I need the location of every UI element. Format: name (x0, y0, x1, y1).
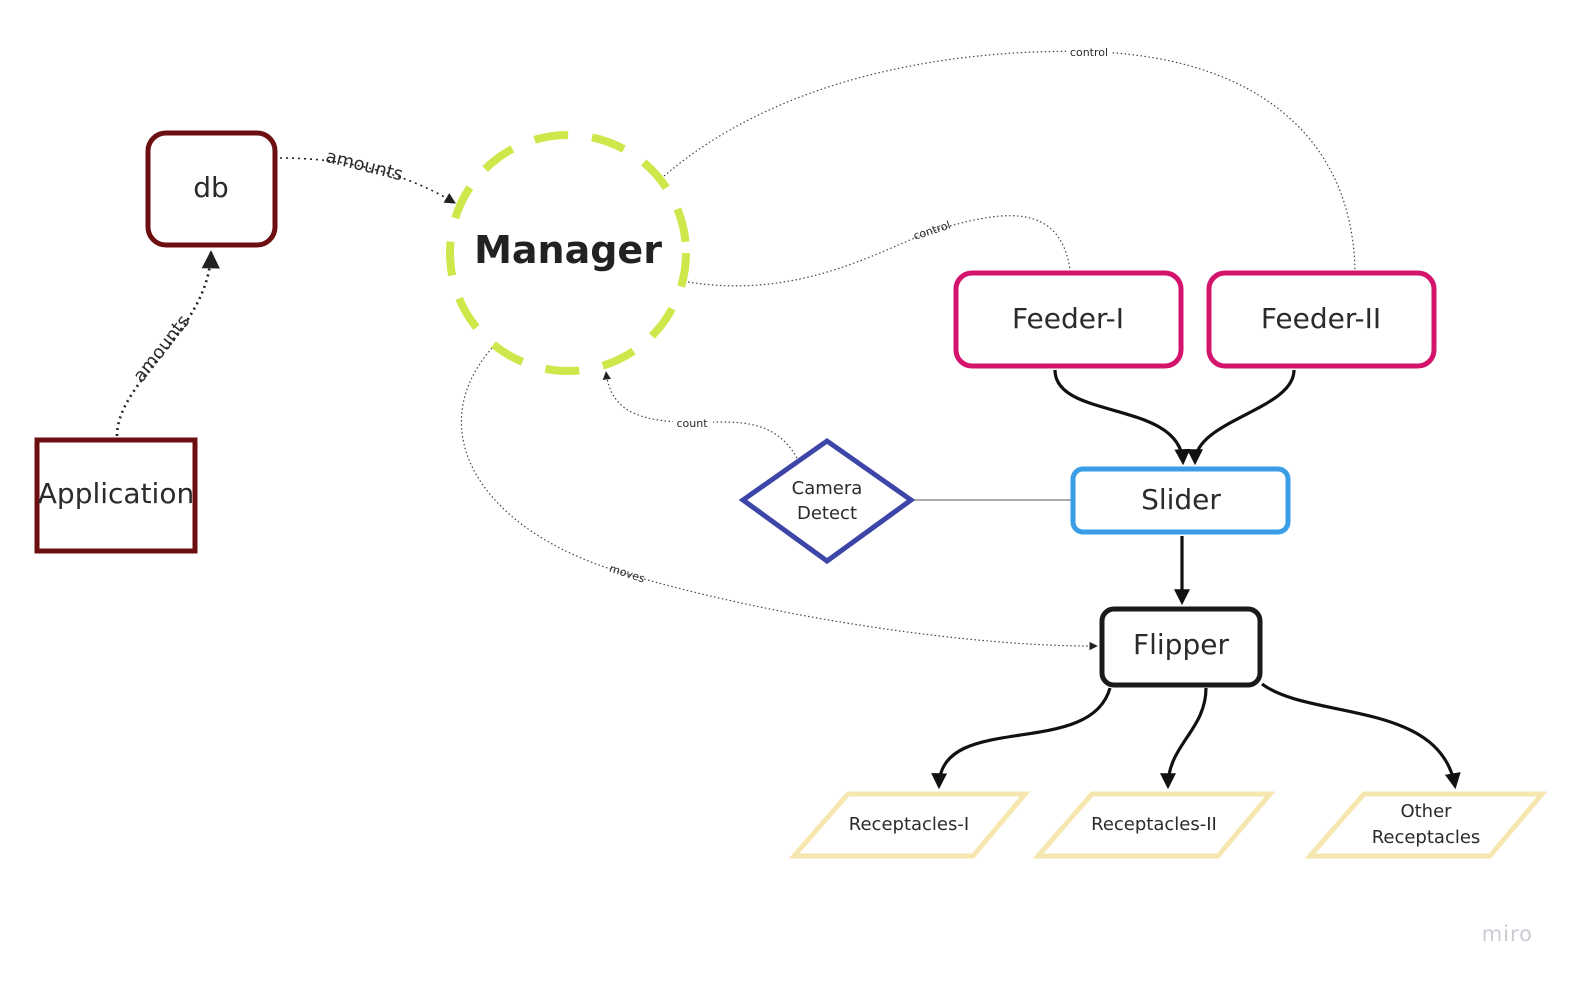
edge-db-to-manager[interactable] (279, 157, 456, 204)
node-flipper[interactable]: Flipper (1099, 606, 1263, 688)
edge-label-camera-manager: count (676, 417, 708, 430)
node-receptacles-1[interactable]: Receptacles-I (788, 791, 1031, 859)
edge-label-db-manager: amounts (324, 146, 406, 185)
node-application[interactable]: Application (34, 437, 198, 554)
edge-label-manager-feeder1: control (912, 219, 952, 243)
edge-label-manager-flipper: moves (608, 562, 647, 586)
node-feeder-1-label: Feeder-I (1012, 302, 1124, 335)
node-feeder-1[interactable]: Feeder-I (953, 270, 1184, 369)
node-flipper-label: Flipper (1133, 628, 1229, 661)
edge-flipper-to-receptacles1[interactable] (931, 687, 1112, 790)
node-receptacles-1-label: Receptacles-I (849, 814, 969, 835)
node-manager-label: Manager (474, 228, 662, 272)
edge-label-application-db: amounts (129, 311, 194, 386)
node-receptacles-2[interactable]: Receptacles-II (1032, 791, 1276, 859)
edge-application-to-db[interactable] (115, 250, 220, 437)
node-receptacles-2-label: Receptacles-II (1091, 814, 1217, 835)
node-db[interactable]: db (145, 130, 278, 248)
edge-manager-to-feeder1[interactable] (687, 215, 1071, 287)
miro-watermark: miro (1481, 922, 1533, 946)
edge-feeder2-to-slider[interactable] (1187, 369, 1296, 466)
node-slider[interactable]: Slider (1070, 466, 1291, 535)
node-application-label: Application (38, 477, 194, 510)
node-other-receptacles-label-line1: Other (1400, 801, 1452, 822)
node-db-label: db (193, 171, 229, 204)
edge-camera-to-manager[interactable] (602, 371, 798, 459)
node-camera-label-line2: Detect (797, 503, 857, 524)
edge-flipper-to-other-receptacles[interactable] (1261, 682, 1461, 790)
edge-manager-to-feeder2[interactable] (663, 50, 1356, 271)
node-camera-detect[interactable]: Camera Detect (738, 437, 916, 565)
node-feeder-2[interactable]: Feeder-II (1206, 270, 1437, 369)
node-slider-label: Slider (1141, 483, 1221, 516)
node-other-receptacles-label-line2: Receptacles (1372, 827, 1481, 848)
node-manager[interactable]: Manager (446, 131, 690, 375)
edge-flipper-to-receptacles2[interactable] (1160, 687, 1208, 790)
node-camera-label-line1: Camera (792, 478, 863, 499)
node-feeder-2-label: Feeder-II (1261, 302, 1381, 335)
edge-feeder1-to-slider[interactable] (1053, 369, 1191, 466)
node-other-receptacles[interactable]: Other Receptacles (1304, 791, 1548, 859)
edge-label-manager-feeder2: control (1070, 46, 1108, 59)
